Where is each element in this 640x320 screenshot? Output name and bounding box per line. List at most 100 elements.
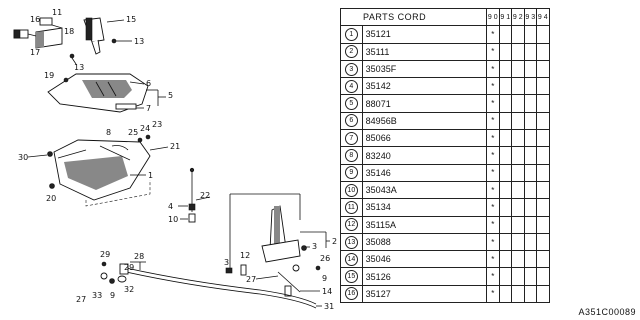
row-number-cell: 9 [340,163,363,182]
row-number-badge: 3 [344,62,358,76]
applicability-mark-cell: * [486,146,500,165]
applicability-mark-cell [498,232,512,252]
part-number-cell: 35115A [361,215,488,234]
applicability-mark-cell [536,180,550,200]
screw-icon [111,38,117,44]
applicability-mark-cell [498,146,512,165]
applicability-mark-cell [511,59,525,79]
callout-29: 29 [124,263,134,272]
row-number-badge: 14 [344,252,358,266]
lever-bracket-part [261,239,301,263]
part-number-cell: 35088 [361,232,488,252]
rod-bushing-part [188,203,196,211]
cable-end-part [119,263,129,275]
row-number-badge: 1 [344,27,358,41]
applicability-mark-cell [523,180,537,200]
callout-13: 13 [134,37,144,46]
applicability-mark-cell [498,284,512,304]
applicability-mark-cell [523,111,537,131]
row-number-cell: 1 [340,25,363,44]
part-number-cell: 35043A [361,180,488,200]
knob-cap-shade [13,29,21,39]
leader-line [51,24,63,29]
callout-27: 27 [246,275,256,284]
callout-24: 24 [140,124,150,133]
lever-pin-part [225,267,233,274]
rod-spring-part [188,213,196,223]
callout-32: 32 [124,285,134,294]
row-number-badge: 12 [344,218,358,232]
gate-slot-line [95,81,105,97]
applicability-mark-cell [511,42,525,61]
applicability-mark-cell [523,163,537,182]
callout-28: 28 [134,252,144,261]
row-number-badge: 16 [344,287,358,301]
applicability-mark-cell [523,59,537,79]
catalog-code: A351C00089 [578,307,636,317]
applicability-mark-cell [523,25,537,44]
shift-cover-assembly [47,73,149,113]
part-number-cell: 35127 [361,284,488,304]
applicability-mark-cell: * [486,250,500,269]
row-number-cell: 4 [340,77,363,96]
leader-line [129,81,145,85]
applicability-mark-cell: * [486,198,500,217]
callout-15: 15 [126,15,136,24]
applicability-mark-cell [523,284,537,304]
callout-25: 25 [128,128,138,137]
callout-26: 26 [320,254,330,263]
rail-line [99,145,131,161]
row-number-badge: 4 [344,79,358,93]
bolt-icon [47,151,53,157]
row-number-cell: 15 [340,267,363,286]
year-header: 9 3 [523,7,537,27]
callout-4: 4 [168,202,173,211]
shift-knob-assembly [13,17,117,59]
applicability-mark-cell [498,25,512,44]
lever-body-shade [274,206,280,246]
clip-icon [137,137,143,143]
callout-16: 16 [30,15,40,24]
callout-22: 22 [200,191,210,200]
control-cable-assembly [100,261,317,309]
row-number-badge: 9 [344,166,358,180]
part-number-cell: 35146 [361,163,488,182]
part-number-cell: 85066 [361,129,488,148]
leader-line [27,33,37,37]
callout-1: 1 [148,171,153,180]
callout-17: 17 [30,48,40,57]
callout-3: 3 [224,258,229,267]
parts-cord-header: PARTS CORD [340,7,487,27]
applicability-mark-cell: * [486,25,500,44]
table-header-row: PARTS CORD 9 0 9 1 9 2 9 3 9 4 [340,7,550,27]
applicability-mark-cell [523,77,537,96]
rail-line [57,149,87,159]
part-number-cell: 35121 [361,25,488,44]
year-header: 9 4 [536,7,550,27]
applicability-mark-cell [511,25,525,44]
applicability-mark-cell [536,129,550,148]
applicability-mark-cell [511,146,525,165]
knob-stem-part [91,39,101,55]
applicability-mark-cell [536,163,550,182]
pin-icon [315,265,321,271]
applicability-mark-cell [523,267,537,286]
leader-line [255,275,279,280]
applicability-mark-cell [498,59,512,79]
callout-12: 12 [240,251,250,260]
callout-27: 27 [76,295,86,304]
year-header: 9 0 [486,7,500,27]
bushing-part [240,264,247,276]
callout-33: 33 [92,291,102,300]
part-number-cell: 88071 [361,94,488,113]
applicability-mark-cell [511,267,525,286]
